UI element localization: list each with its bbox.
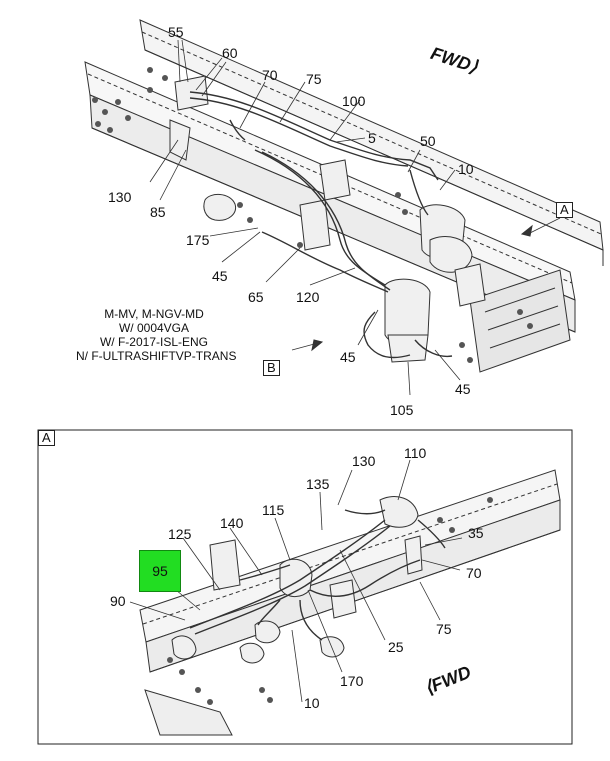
detail-rivets xyxy=(167,497,493,705)
callout-140[interactable]: 140 xyxy=(220,515,244,531)
callout-75-detail[interactable]: 75 xyxy=(436,621,452,637)
callout-45-c[interactable]: 45 xyxy=(455,381,471,397)
top-crossmember xyxy=(469,269,571,373)
callout-10-top[interactable]: 10 xyxy=(458,161,474,177)
callout-60[interactable]: 60 xyxy=(222,45,238,61)
callout-105[interactable]: 105 xyxy=(390,402,414,418)
applicability-note: M-MV, M-NGV-MD W/ 0004VGA W/ F-2017-ISL-… xyxy=(76,307,237,363)
callout-125[interactable]: 125 xyxy=(168,526,192,542)
top-frame-rail-right xyxy=(139,19,604,266)
detail-a-frame xyxy=(37,429,573,745)
note-line-1: M-MV, M-NGV-MD xyxy=(104,307,204,321)
note-line-3: W/ F-2017-ISL-ENG xyxy=(99,335,209,349)
callout-90[interactable]: 90 xyxy=(110,593,126,609)
callout-95: 95 xyxy=(152,563,168,579)
callout-170[interactable]: 170 xyxy=(340,673,364,689)
callout-95-highlight[interactable]: 95 xyxy=(139,550,181,592)
callout-110[interactable]: 110 xyxy=(404,445,427,461)
note-line-4: N/ F-ULTRASHIFTVP-TRANS xyxy=(76,349,237,363)
detail-a-label: A xyxy=(38,430,55,446)
top-rivets xyxy=(92,67,533,363)
top-leader-lines xyxy=(149,39,561,396)
callout-175[interactable]: 175 xyxy=(186,232,210,248)
callout-10-detail[interactable]: 10 xyxy=(304,695,320,711)
callout-130-detail[interactable]: 130 xyxy=(352,453,376,469)
note-line-2: W/ 0004VGA xyxy=(118,321,190,335)
view-ref-b[interactable]: B xyxy=(263,360,280,376)
callout-55[interactable]: 55 xyxy=(168,24,184,40)
callout-130-top[interactable]: 130 xyxy=(108,189,132,205)
callout-65[interactable]: 65 xyxy=(248,289,264,305)
callout-135[interactable]: 135 xyxy=(306,476,330,492)
callout-85[interactable]: 85 xyxy=(150,204,166,220)
callout-25[interactable]: 25 xyxy=(388,639,404,655)
view-ref-a[interactable]: A xyxy=(556,202,573,218)
callout-35[interactable]: 35 xyxy=(468,525,484,541)
callout-100[interactable]: 100 xyxy=(342,93,366,109)
callout-120[interactable]: 120 xyxy=(296,289,320,305)
detail-brake-lines xyxy=(189,509,446,641)
callout-75[interactable]: 75 xyxy=(306,71,322,87)
callout-70[interactable]: 70 xyxy=(262,67,278,83)
callout-45-b[interactable]: 45 xyxy=(340,349,356,365)
top-components xyxy=(169,75,486,363)
callout-70-detail[interactable]: 70 xyxy=(466,565,482,581)
callout-5[interactable]: 5 xyxy=(368,130,376,146)
callout-45-a[interactable]: 45 xyxy=(212,268,228,284)
top-brake-lines xyxy=(189,91,453,359)
callout-115[interactable]: 115 xyxy=(262,502,285,518)
top-arrows xyxy=(311,224,533,352)
callout-50[interactable]: 50 xyxy=(420,133,436,149)
